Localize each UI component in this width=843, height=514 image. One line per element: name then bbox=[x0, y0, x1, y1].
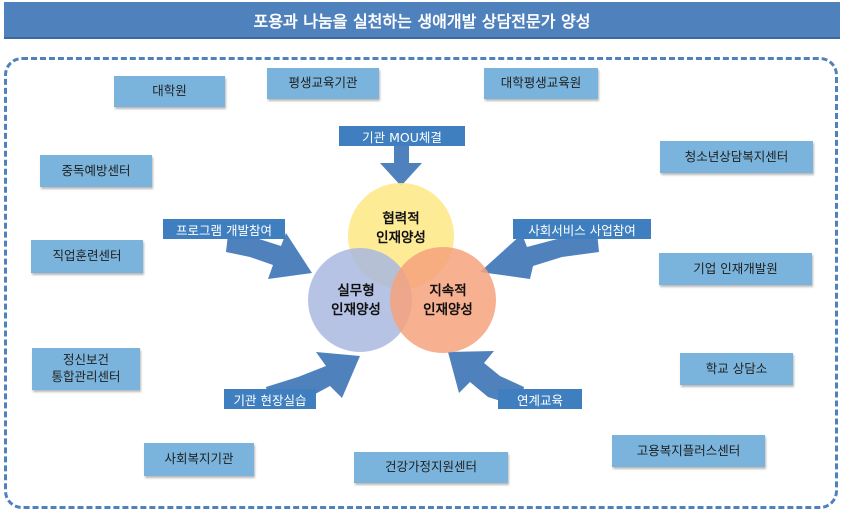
org-employment-center: 고용복지플러스센터 bbox=[612, 435, 765, 467]
venn-label-cooperative: 협력적 인재양성 bbox=[376, 211, 426, 246]
venn-label-sustainable: 지속적 인재양성 bbox=[423, 283, 473, 318]
org-addiction-center: 중독예방센터 bbox=[40, 155, 152, 187]
org-youth-center: 청소년상담복지센터 bbox=[660, 141, 813, 173]
arrow-label-social-service: 사회서비스 사업참여 bbox=[513, 219, 651, 239]
venn-circle-right bbox=[390, 247, 496, 353]
org-welfare-agency: 사회복지기관 bbox=[144, 443, 254, 476]
org-lifelong-edu: 평생교육기관 bbox=[267, 68, 379, 99]
org-school-counseling: 학교 상담소 bbox=[680, 353, 793, 385]
org-family-center: 건강가정지원센터 bbox=[354, 452, 508, 483]
arrow-label-program: 프로그램 개발참여 bbox=[163, 219, 285, 239]
arrow-upper-left bbox=[226, 233, 312, 279]
arrow-label-linked-edu: 연계교육 bbox=[498, 389, 582, 409]
arrow-label-field-practice: 기관 현장실습 bbox=[224, 389, 316, 409]
arrow-upper-right bbox=[480, 232, 599, 279]
org-mental-health: 정신보건 통합관리센터 bbox=[32, 348, 140, 390]
venn-label-practical: 실무형 인재양성 bbox=[331, 283, 381, 318]
dashed-frame bbox=[4, 57, 838, 509]
venn-circle-left bbox=[308, 248, 412, 352]
arrow-top bbox=[380, 146, 422, 186]
org-vocational-center: 직업훈련센터 bbox=[31, 240, 143, 273]
org-corporate-hr: 기업 인재개발원 bbox=[659, 253, 812, 285]
arrow-label-mou: 기관 MOU체결 bbox=[339, 126, 465, 146]
org-grad-school: 대학원 bbox=[114, 76, 225, 107]
page-title: 포용과 나눔을 실천하는 생애개발 상담전문가 양성 bbox=[4, 2, 840, 39]
org-univ-lifelong-edu: 대학평생교육원 bbox=[484, 68, 598, 99]
